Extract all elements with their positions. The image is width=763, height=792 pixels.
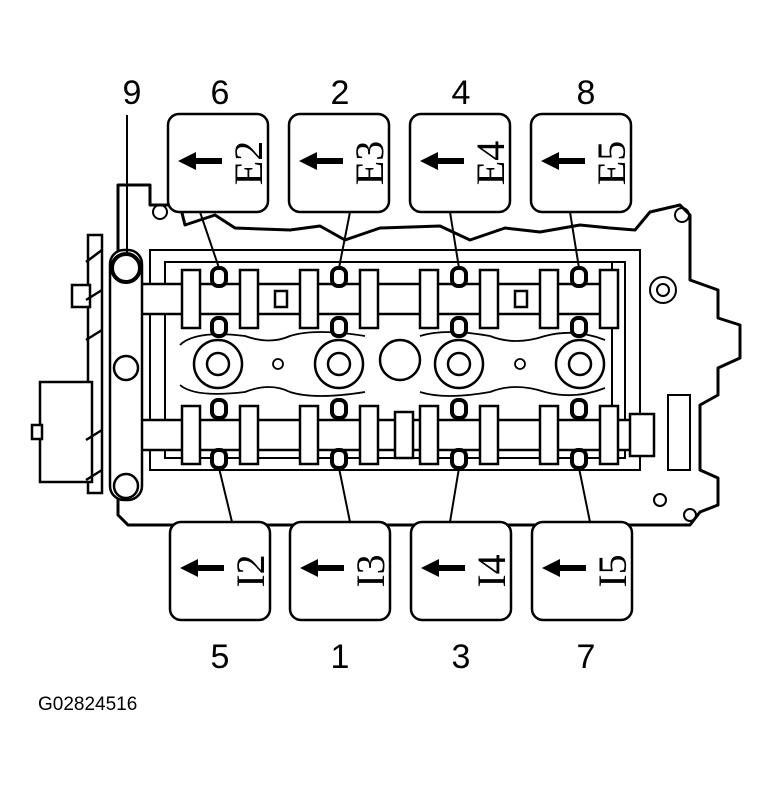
arrow-left-icon xyxy=(178,152,222,170)
seq-number-9: 9 xyxy=(123,74,142,112)
arrow-left-icon xyxy=(180,559,224,577)
arrow-left-icon xyxy=(299,152,343,170)
arrow-left-icon xyxy=(300,559,344,577)
intake-cap-box-3: I4 xyxy=(409,520,514,622)
bolt-2b xyxy=(330,316,348,338)
intake-cap-box-1: I2 xyxy=(168,520,273,622)
arrow-left-icon xyxy=(420,152,464,170)
seq-number-1: 1 xyxy=(331,638,350,676)
bolt-7b xyxy=(570,448,588,470)
top-sequence-numbers: 9 6 2 4 8 xyxy=(123,74,596,112)
bolt-6b xyxy=(210,316,228,338)
bolt-8b xyxy=(570,316,588,338)
seq-number-6: 6 xyxy=(211,74,230,112)
bolt-4a xyxy=(450,266,468,288)
intake-cap-box-2: I3 xyxy=(288,520,393,622)
arrow-left-icon xyxy=(541,152,585,170)
bolt-1a xyxy=(330,398,348,420)
bolt-5a xyxy=(210,398,228,420)
exhaust-cap-callouts: E2 E3 E4 E5 xyxy=(166,112,634,214)
exhaust-cap-box-2: E3 xyxy=(287,112,392,214)
bolt-6a xyxy=(210,266,228,288)
exhaust-cap-box-1: E2 xyxy=(166,112,271,214)
seq-number-2: 2 xyxy=(331,74,350,112)
figure-id: G02824516 xyxy=(38,694,137,715)
cap-label-e2: E2 xyxy=(226,141,271,185)
bolt-3b xyxy=(450,448,468,470)
exhaust-cap-box-3: E4 xyxy=(408,112,513,214)
seq-number-3: 3 xyxy=(452,638,471,676)
exhaust-camshaft xyxy=(138,268,620,330)
bolt-9 xyxy=(110,252,142,284)
timing-sprocket xyxy=(30,233,144,502)
bolt-1b xyxy=(330,448,348,470)
cap-label-i3: I3 xyxy=(348,554,393,587)
seq-number-8: 8 xyxy=(577,74,596,112)
exhaust-cap-box-4: E5 xyxy=(529,112,634,214)
spark-plug-wells xyxy=(192,338,606,390)
seq-number-4: 4 xyxy=(452,74,471,112)
cap-label-i2: I2 xyxy=(228,554,273,587)
bolt-8a xyxy=(570,266,588,288)
cap-label-i5: I5 xyxy=(590,554,635,587)
bolt-7a xyxy=(570,398,588,420)
intake-cap-callouts: I2 I3 I4 I5 xyxy=(168,520,635,622)
intake-cap-box-4: I5 xyxy=(530,520,635,622)
cap-label-e4: E4 xyxy=(468,141,513,185)
cap-label-e3: E3 xyxy=(347,141,392,185)
seq-number-7: 7 xyxy=(577,638,596,676)
bolt-5b xyxy=(210,448,228,470)
bolt-2a xyxy=(330,266,348,288)
intake-camshaft xyxy=(138,404,656,466)
bolt-3a xyxy=(450,398,468,420)
cap-label-i4: I4 xyxy=(469,554,514,587)
cap-label-e5: E5 xyxy=(589,141,634,185)
arrow-left-icon xyxy=(421,559,465,577)
arrow-left-icon xyxy=(542,559,586,577)
bottom-sequence-numbers: 5 1 3 7 xyxy=(211,638,596,676)
seq-number-5: 5 xyxy=(211,638,230,676)
bolt-markers xyxy=(110,252,588,470)
leader-lines xyxy=(126,115,591,523)
bolt-4b xyxy=(450,316,468,338)
